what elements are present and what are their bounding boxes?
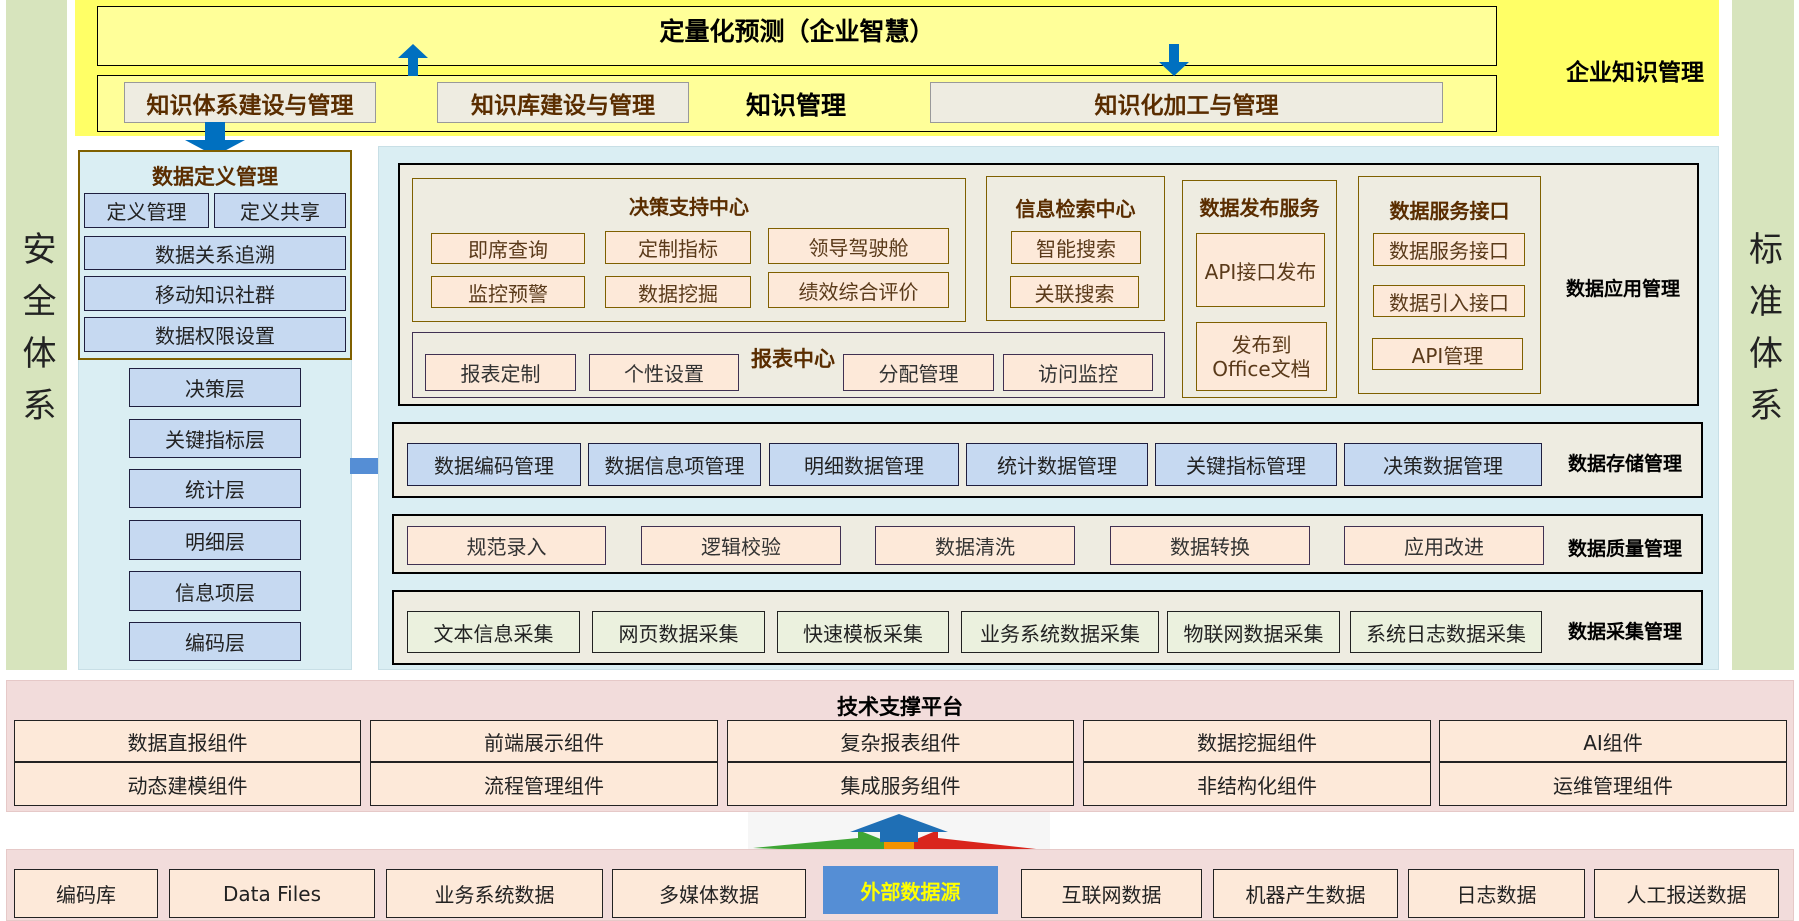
definition-item[interactable]: 定义管理 <box>84 193 209 228</box>
enterprise-knowledge-label: 企业知识管理 <box>1566 60 1704 86</box>
security-system-strip: 安全体系 <box>6 0 67 670</box>
quality-item[interactable]: 数据转换 <box>1110 526 1310 565</box>
arrow-down-icon <box>1159 44 1189 76</box>
storage-item[interactable]: 数据编码管理 <box>407 443 581 486</box>
security-system-label: 安全体系 <box>16 231 56 439</box>
data-source-item[interactable]: 多媒体数据 <box>612 869 806 918</box>
storage-item[interactable]: 关键指标管理 <box>1155 443 1337 486</box>
report-item[interactable]: 报表定制 <box>425 354 576 391</box>
publish-item[interactable]: 发布到 Office文档 <box>1196 322 1327 391</box>
data-source-item[interactable]: 互联网数据 <box>1021 869 1202 918</box>
standard-system-label: 标准体系 <box>1742 231 1783 439</box>
collection-item[interactable]: 业务系统数据采集 <box>961 611 1159 653</box>
platform-component[interactable]: 流程管理组件 <box>370 762 718 806</box>
data-source-item[interactable]: 日志数据 <box>1408 869 1585 918</box>
data-collection-label: 数据采集管理 <box>1567 620 1682 643</box>
data-source-item[interactable]: 机器产生数据 <box>1213 869 1398 918</box>
search-center-title: 信息检索中心 <box>1015 196 1136 221</box>
platform-component[interactable]: 运维管理组件 <box>1439 762 1787 806</box>
knowledge-system-button[interactable]: 知识体系建设与管理 <box>124 82 376 123</box>
collection-item[interactable]: 物联网数据采集 <box>1167 611 1340 653</box>
definition-item[interactable]: 数据关系追溯 <box>84 236 346 270</box>
service-item[interactable]: 数据引入接口 <box>1373 285 1525 317</box>
publish-item[interactable]: API接口发布 <box>1196 233 1325 307</box>
collection-item[interactable]: 文本信息采集 <box>407 611 580 653</box>
layer-item[interactable]: 决策层 <box>129 368 301 407</box>
service-item[interactable]: API管理 <box>1372 338 1523 370</box>
data-source-item[interactable]: 编码库 <box>14 869 158 918</box>
decision-item[interactable]: 领导驾驶舱 <box>768 228 949 264</box>
data-source-item[interactable]: Data Files <box>169 869 375 918</box>
storage-item[interactable]: 明细数据管理 <box>769 443 959 486</box>
data-definition-title: 数据定义管理 <box>152 165 278 189</box>
collection-item[interactable]: 快速模板采集 <box>777 611 949 653</box>
report-item[interactable]: 个性设置 <box>589 354 739 391</box>
storage-item[interactable]: 决策数据管理 <box>1344 443 1542 486</box>
platform-component[interactable]: 数据挖掘组件 <box>1083 720 1431 762</box>
storage-item[interactable]: 统计数据管理 <box>966 443 1148 486</box>
collection-item[interactable]: 网页数据采集 <box>592 611 765 653</box>
data-application-label: 数据应用管理 <box>1565 277 1680 300</box>
decision-item[interactable]: 监控预警 <box>431 276 585 308</box>
layer-item[interactable]: 明细层 <box>129 520 301 560</box>
platform-component[interactable]: AI组件 <box>1439 720 1787 762</box>
decision-item[interactable]: 数据挖掘 <box>605 276 751 308</box>
platform-component[interactable]: 复杂报表组件 <box>727 720 1074 762</box>
service-item[interactable]: 数据服务接口 <box>1373 233 1525 266</box>
platform-component[interactable]: 前端展示组件 <box>370 720 718 762</box>
report-item[interactable]: 访问监控 <box>1003 354 1153 391</box>
standard-system-strip: 标准体系 <box>1732 0 1794 670</box>
data-service-title: 数据服务接口 <box>1389 198 1510 223</box>
publish-service-title: 数据发布服务 <box>1199 195 1320 220</box>
data-quality-label: 数据质量管理 <box>1567 537 1682 560</box>
layer-item[interactable]: 统计层 <box>129 469 301 508</box>
quality-item[interactable]: 逻辑校验 <box>641 526 841 565</box>
label: 知识化加工与管理 <box>1094 92 1279 119</box>
layer-item[interactable]: 编码层 <box>129 622 301 661</box>
report-item[interactable]: 分配管理 <box>843 354 994 391</box>
decision-item[interactable]: 定制指标 <box>605 231 751 264</box>
search-item[interactable]: 智能搜索 <box>1011 231 1141 264</box>
label: 知识体系建设与管理 <box>146 92 354 119</box>
tech-platform-title: 技术支撑平台 <box>837 695 963 719</box>
platform-component[interactable]: 数据直报组件 <box>14 720 361 762</box>
forecast-label: 定量化预测（企业智慧） <box>659 17 935 46</box>
search-item[interactable]: 关联搜索 <box>1010 276 1139 308</box>
arrow-up-icon <box>398 44 428 76</box>
forecast-box: 定量化预测（企业智慧） <box>97 6 1497 66</box>
data-source-item[interactable]: 人工报送数据 <box>1594 869 1779 918</box>
definition-item[interactable]: 移动知识社群 <box>84 276 346 311</box>
decision-center-title: 决策支持中心 <box>629 194 749 219</box>
layer-item[interactable]: 信息项层 <box>129 571 301 611</box>
external-data-source-highlight[interactable]: 外部数据源 <box>823 866 998 914</box>
quality-item[interactable]: 应用改进 <box>1344 526 1544 565</box>
quality-item[interactable]: 规范录入 <box>407 526 606 565</box>
definition-item[interactable]: 数据权限设置 <box>84 317 346 352</box>
decision-item[interactable]: 绩效综合评价 <box>768 272 949 308</box>
quality-item[interactable]: 数据清洗 <box>875 526 1075 565</box>
knowledge-base-button[interactable]: 知识库建设与管理 <box>437 82 689 123</box>
platform-component[interactable]: 非结构化组件 <box>1083 762 1431 806</box>
data-source-item[interactable]: 业务系统数据 <box>386 869 603 918</box>
report-center-title: 报表中心 <box>751 347 835 371</box>
knowledge-processing-button[interactable]: 知识化加工与管理 <box>930 82 1443 123</box>
definition-item[interactable]: 定义共享 <box>214 193 346 228</box>
storage-item[interactable]: 数据信息项管理 <box>588 443 761 486</box>
decision-item[interactable]: 即席查询 <box>431 233 585 264</box>
layer-item[interactable]: 关键指标层 <box>129 419 301 458</box>
data-storage-label: 数据存储管理 <box>1567 452 1682 475</box>
platform-component[interactable]: 动态建模组件 <box>14 762 361 806</box>
collection-item[interactable]: 系统日志数据采集 <box>1350 611 1542 653</box>
platform-component[interactable]: 集成服务组件 <box>727 762 1074 806</box>
label: 知识库建设与管理 <box>471 92 655 119</box>
knowledge-management-label: 知识管理 <box>745 91 846 120</box>
arrow-down-icon <box>185 122 245 156</box>
